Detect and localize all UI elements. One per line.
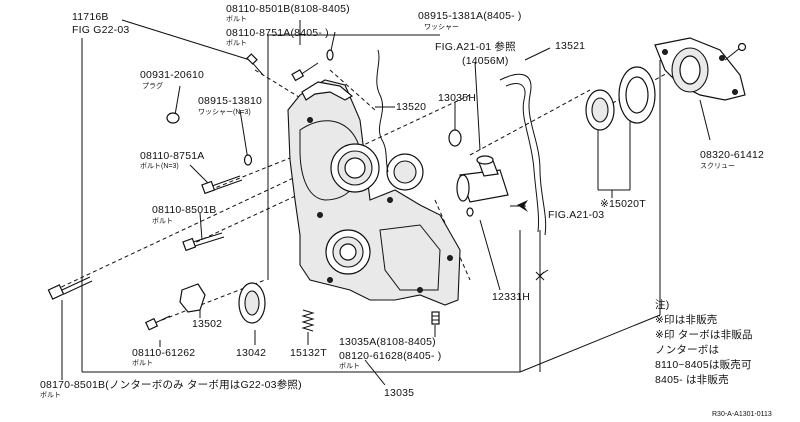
notes-line-3: ノンターボは <box>655 344 719 356</box>
label-08110-8501b-mid: 08110-8501B <box>152 204 216 216</box>
label-08110-8501b-top-sub: ボルト <box>226 15 247 23</box>
label-08120: 08120-61628(8405- ) <box>339 350 441 362</box>
oil-seal-13042 <box>238 282 266 324</box>
notes-line-1: ※印は非販売 <box>655 313 718 326</box>
label-08110-8501b-top: 08110-8501B(8108-8405) <box>226 3 350 15</box>
label-08170: 08170-8501B(ノンターボのみ ターボ用はG22-03参照) <box>40 378 302 391</box>
label-08110-8501b-mid-sub: ボルト <box>152 217 173 225</box>
label-13520: 13520 <box>396 101 426 113</box>
water-inlet <box>456 155 509 203</box>
o-ring-13035h <box>448 129 462 147</box>
frame-lines <box>81 34 661 373</box>
label-15020t: ※15020T <box>600 198 646 210</box>
timing-cover <box>287 79 461 306</box>
notes-title: 注) <box>655 298 669 311</box>
gasket-13520 <box>376 49 389 173</box>
label-15132t: 15132T <box>290 347 327 359</box>
washer-08915 <box>243 154 253 166</box>
plug-00931 <box>166 112 180 124</box>
gasket-13521 <box>499 73 547 236</box>
label-13042: 13042 <box>236 347 266 359</box>
label-08170-sub: ボルト <box>40 391 61 399</box>
clip-a21-03 <box>535 271 545 281</box>
label-08110-61262-sub: ボルト <box>132 359 153 367</box>
label-08110-8751a: 08110-8751A <box>140 150 204 162</box>
bearing-15020t <box>585 66 656 131</box>
notes-line-2: ※印 ターボは非販品 <box>655 329 753 341</box>
label-13502: 13502 <box>192 318 222 330</box>
pump-cover <box>654 37 746 101</box>
pin-13035a <box>431 311 440 325</box>
label-13035: 13035 <box>384 387 414 399</box>
spring-15132t <box>301 309 315 332</box>
notes-line-5: 8405- は非販売 <box>655 373 729 386</box>
label-08915-13810: 08915-13810 <box>198 95 262 107</box>
label-08915-1381a: 08915-1381A(8405- ) <box>418 10 522 22</box>
label-08110-8751a-top-sub: ボルト <box>226 39 247 47</box>
bolt-11716b <box>246 53 264 76</box>
label-14056m: (14056M) <box>462 55 509 67</box>
label-08120-sub: ボルト <box>339 362 360 370</box>
label-fig-a21-03: FIG.A21-03 <box>548 209 604 221</box>
screw-08320 <box>724 42 747 61</box>
label-08110-8751a-top: 08110-8751A(8405- ) <box>226 27 329 39</box>
label-13035a: 13035A(8108-8405) <box>339 336 436 348</box>
label-08915-1381a-sub: ワッシャー <box>424 23 459 31</box>
pin-12331h <box>466 207 474 217</box>
label-08320: 08320-61412 <box>700 149 764 161</box>
label-08110-8751a-sub: ボルト(N=3) <box>140 162 179 170</box>
label-00931: 00931-20610 <box>140 69 204 81</box>
label-08110-61262: 08110-61262 <box>132 347 195 359</box>
bolt-08170-8501b <box>47 276 93 300</box>
label-13035h: 13035H <box>438 92 476 104</box>
labels: 11716B FIG G22-03 08110-8501B(8108-8405)… <box>40 3 764 399</box>
bolt-08110-8751a <box>201 175 243 195</box>
label-13521: 13521 <box>555 40 585 52</box>
drawing-code: R30-A-A1301-0113 <box>712 411 772 418</box>
bolt-08110-61262 <box>144 315 171 331</box>
label-11716b: 11716B <box>72 11 109 23</box>
notes-line-4: 8110~8405は販売可 <box>655 358 752 371</box>
bolt-08110-8501b-mid <box>182 232 225 252</box>
label-08915-13810-sub: ワッシャー(N=3) <box>198 108 251 116</box>
bolt-top <box>291 62 319 82</box>
washer-top <box>326 49 334 61</box>
label-12331h: 12331H <box>492 291 530 303</box>
label-00931-sub: プラグ <box>142 81 163 90</box>
label-fig-g22-03: FIG G22-03 <box>72 24 129 36</box>
gasket-13521-inner <box>505 83 539 233</box>
label-08320-sub: スクリュー <box>700 162 735 170</box>
label-fig-a21-01: FIG.A21-01 参照 <box>435 40 516 53</box>
bracket-13502 <box>179 283 206 313</box>
notes-block: 注) ※印は非販売 ※印 ターボは非販品 ノンターボは 8110~8405は販売… <box>655 298 753 386</box>
